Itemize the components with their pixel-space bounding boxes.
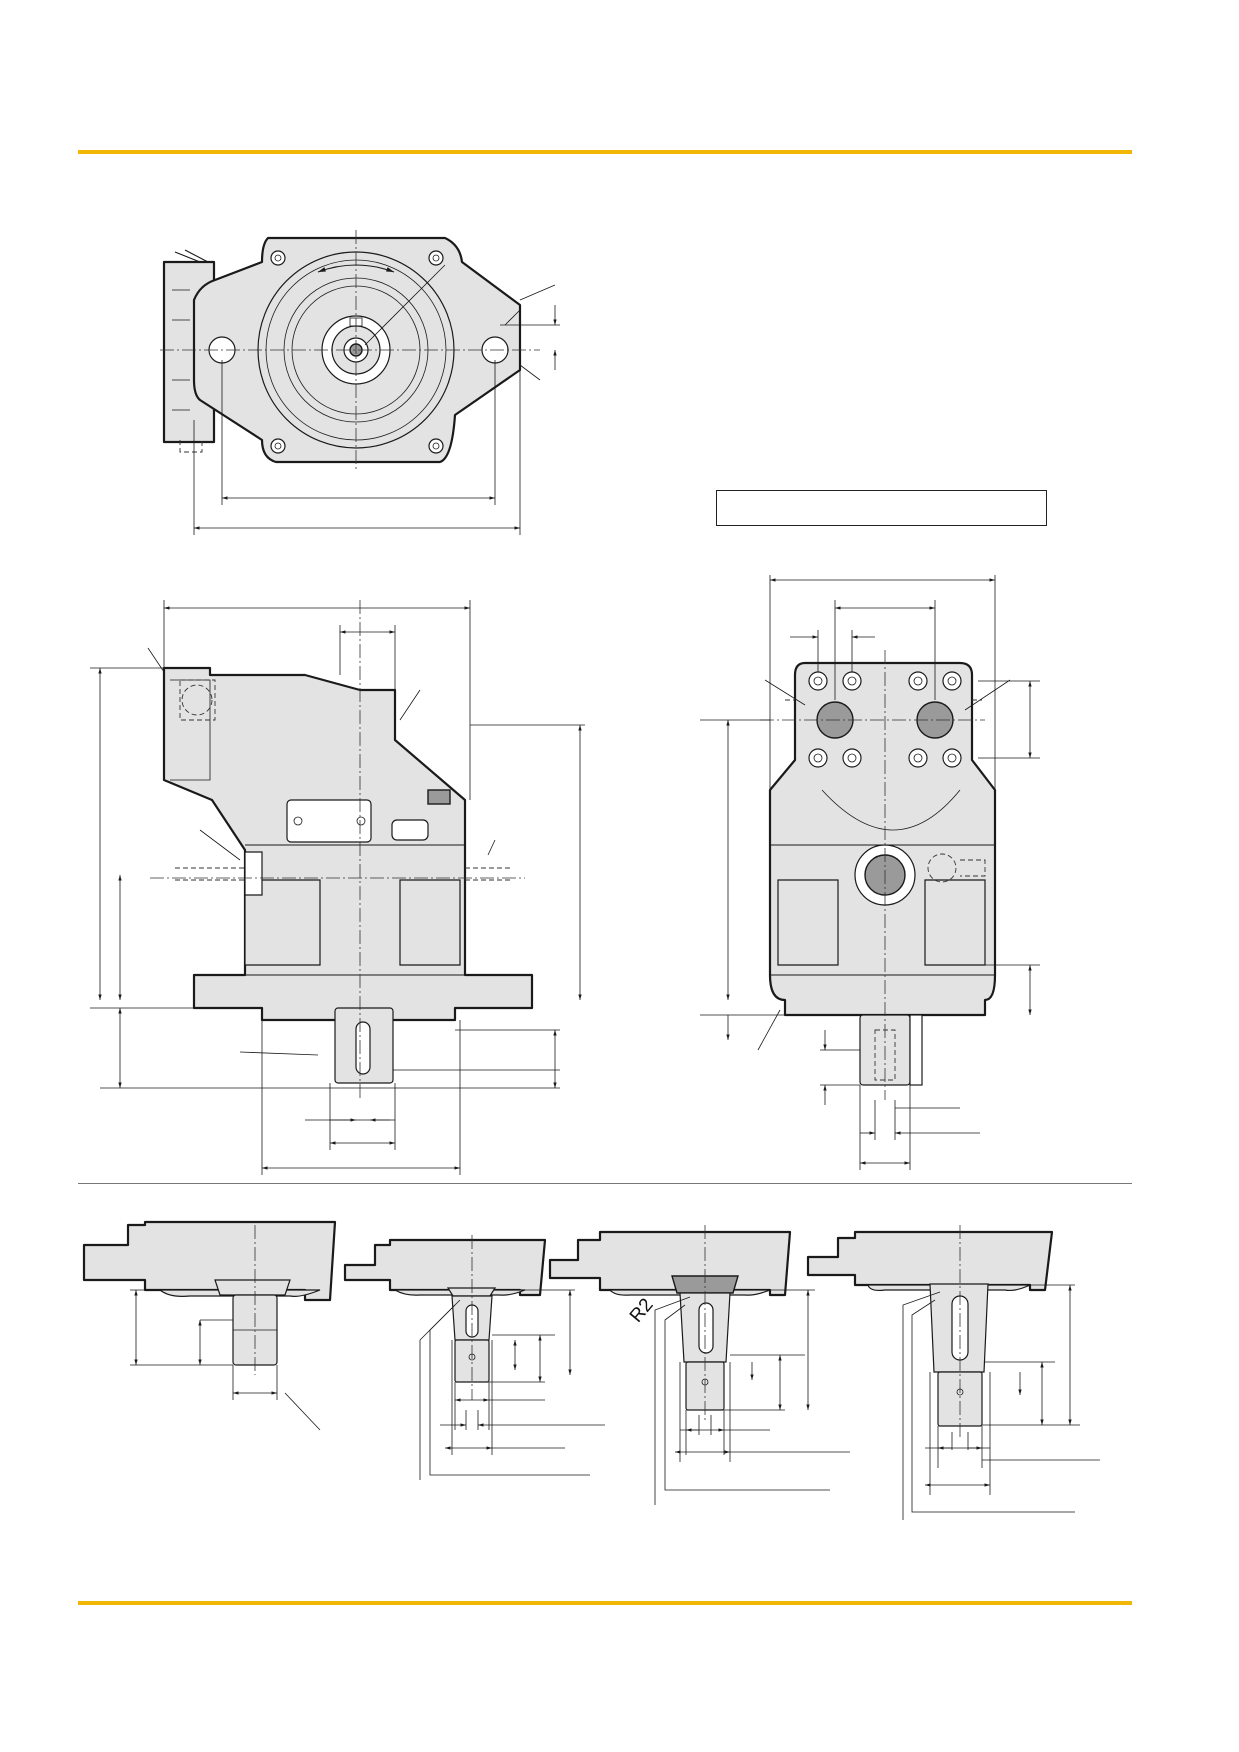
empty-title-box	[716, 490, 1047, 526]
port-view	[700, 575, 1040, 1170]
shaft-variant-2	[343, 1235, 605, 1480]
shaft-variant-3: R2	[548, 1225, 850, 1505]
radius-note: R2	[626, 1295, 658, 1327]
top-accent-rule	[78, 150, 1132, 154]
bottom-accent-rule	[78, 1601, 1132, 1605]
shaft-variant-4	[806, 1225, 1100, 1520]
front-view	[160, 230, 560, 535]
shaft-variant-1	[82, 1220, 337, 1431]
side-view	[90, 600, 585, 1175]
section-separator	[78, 1183, 1132, 1184]
